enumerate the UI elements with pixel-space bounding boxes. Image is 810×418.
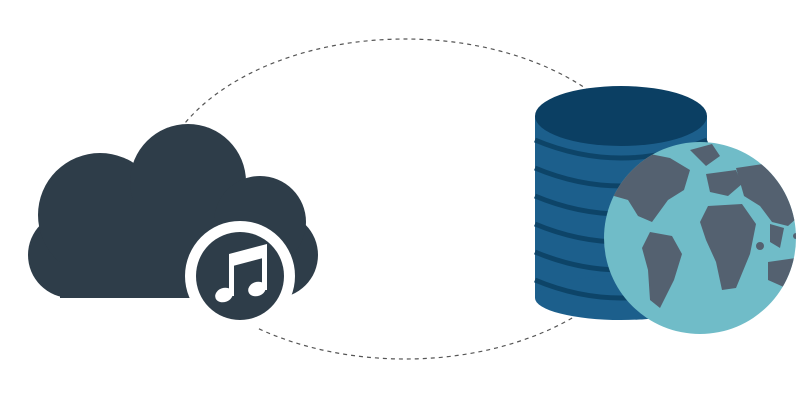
music-badge [185, 221, 295, 331]
globe-icon [604, 142, 796, 334]
music-note-icon [215, 244, 267, 303]
